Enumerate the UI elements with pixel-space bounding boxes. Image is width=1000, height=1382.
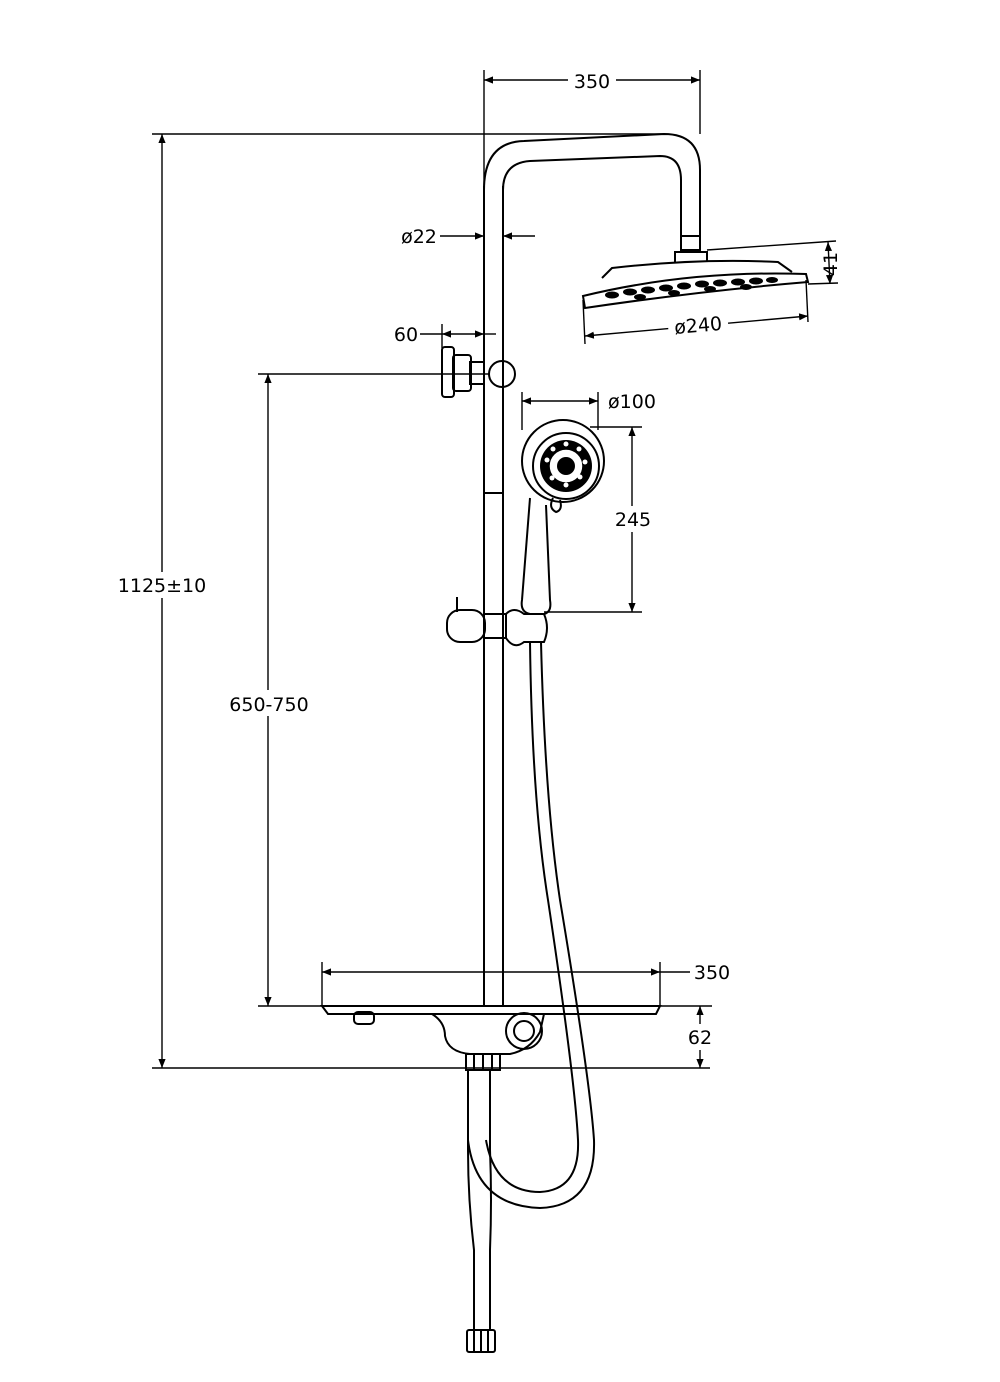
- label-hand-length: 245: [615, 509, 651, 531]
- dim-hand-diameter: ø100: [521, 391, 656, 430]
- dim-hand-length: 245: [544, 426, 658, 613]
- dim-total-height: 1125±10: [118, 133, 710, 1069]
- label-hand-diameter: ø100: [608, 391, 656, 413]
- hand-shower: [520, 419, 605, 615]
- dim-head-height: 41: [706, 240, 842, 285]
- overhead-shower-head: [581, 235, 810, 310]
- dim-slide-range: 650-750: [222, 373, 490, 1007]
- dim-bracket-offset: 60: [394, 324, 496, 348]
- dim-pipe-diameter: ø22: [401, 226, 535, 248]
- label-slide-range: 650-750: [229, 694, 308, 716]
- label-head-diameter: ø240: [673, 313, 723, 339]
- nozzle-pattern: [605, 277, 778, 300]
- label-total-height: 1125±10: [118, 575, 206, 597]
- dim-top-width: 350: [483, 68, 701, 186]
- label-top-width: 350: [574, 71, 610, 93]
- shelf-mixer: [320, 1005, 662, 1071]
- label-pipe-diameter: ø22: [401, 226, 437, 248]
- hose: [466, 641, 596, 1353]
- label-shelf-width: 350: [694, 962, 730, 984]
- dim-head-diameter: ø240: [582, 279, 809, 345]
- slider: [446, 597, 548, 647]
- wall-bracket: [441, 346, 516, 398]
- label-bracket-offset: 60: [394, 324, 418, 346]
- dim-shelf-height: 62: [660, 1005, 716, 1068]
- dim-shelf-width: 350: [321, 962, 730, 1006]
- shower-column: [483, 132, 701, 1006]
- label-head-height: 41: [820, 252, 842, 276]
- label-shelf-height: 62: [688, 1027, 712, 1049]
